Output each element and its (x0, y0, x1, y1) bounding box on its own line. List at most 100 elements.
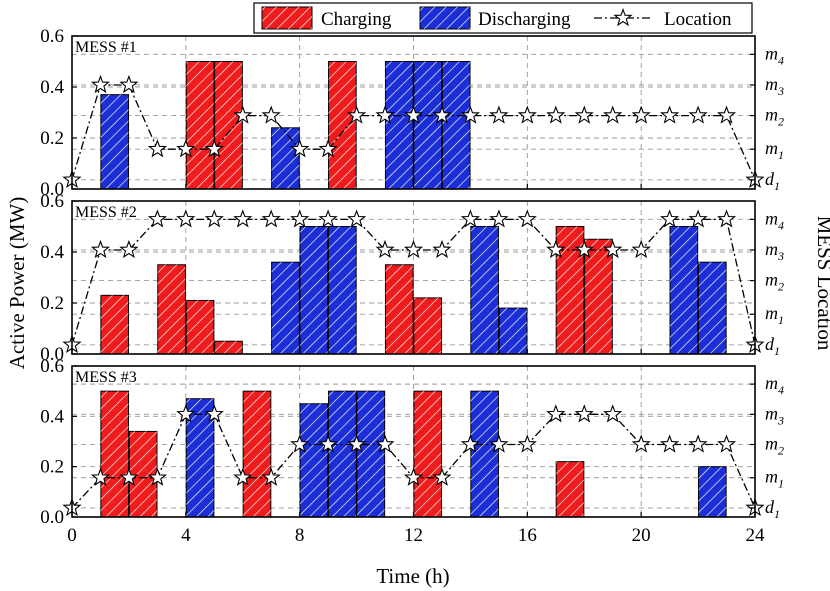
location-star (90, 467, 110, 486)
location-star (489, 434, 509, 453)
location-star (432, 467, 452, 486)
charging-bar-hatch (584, 239, 613, 354)
discharging-bar-hatch (271, 127, 300, 189)
location-star (290, 209, 310, 228)
legend-charging-label: Charging (321, 9, 392, 30)
location-tick-label: m1 (765, 303, 784, 327)
location-star (660, 209, 680, 228)
location-star (261, 105, 281, 124)
charging-bar-hatch (157, 264, 186, 354)
location-star (204, 404, 224, 423)
x-tick-label: 8 (295, 525, 305, 546)
location-star (347, 209, 367, 228)
location-star (717, 209, 737, 228)
legend-location-star (613, 7, 633, 27)
location-star (546, 404, 566, 423)
location-star (660, 434, 680, 453)
location-star (546, 105, 566, 124)
location-star (176, 139, 196, 158)
x-tick-label: 24 (746, 525, 766, 546)
x-tick-label: 4 (181, 525, 191, 546)
location-star (119, 74, 139, 94)
discharging-bar-hatch (328, 226, 357, 354)
location-tick-label: m4 (765, 208, 784, 232)
location-star (261, 209, 281, 228)
legend: Charging Discharging Location (253, 2, 753, 34)
charging-bar-hatch (100, 391, 129, 517)
location-star (403, 105, 424, 124)
location-star (603, 239, 623, 259)
location-star (432, 105, 452, 124)
location-star (147, 139, 167, 158)
location-star (517, 434, 537, 453)
discharging-bar-hatch (186, 398, 214, 517)
location-star (204, 209, 224, 228)
location-star (119, 467, 139, 486)
location-star (631, 434, 651, 453)
discharging-bar-hatch (670, 226, 698, 354)
location-star (90, 239, 110, 259)
location-tick-label: m3 (765, 74, 784, 98)
location-star (688, 209, 708, 228)
y-tick-label: 0.0 (40, 507, 64, 528)
location-tick-label: d1 (765, 497, 780, 521)
y-tick-label: 0.4 (40, 406, 64, 427)
location-star (375, 434, 395, 453)
location-star (290, 434, 310, 453)
location-star (318, 209, 338, 228)
location-star (631, 239, 651, 259)
discharging-bar-hatch (271, 262, 300, 354)
location-star (176, 404, 196, 423)
x-tick-label: 20 (632, 525, 651, 546)
x-tick-label: 0 (67, 525, 77, 546)
discharging-bar-hatch (413, 61, 442, 189)
location-tick-label: m2 (765, 434, 784, 458)
y-tick-label: 0.6 (40, 26, 64, 47)
y-tick-label: 0.0 (40, 179, 64, 200)
charging-bar-hatch (129, 431, 157, 517)
discharging-bar-hatch (356, 391, 385, 517)
location-star (603, 404, 623, 423)
legend-location-label: Location (664, 9, 732, 30)
location-star (460, 434, 480, 453)
location-star (233, 105, 253, 124)
location-tick-label: m1 (765, 138, 784, 162)
location-star (432, 239, 452, 259)
charging-bar-hatch (214, 341, 243, 354)
discharging-bar-hatch (698, 466, 727, 517)
y-tick-label: 0.0 (40, 344, 64, 365)
location-star (176, 209, 196, 228)
panel-title: MESS #1 (75, 39, 137, 56)
charging-bar-hatch (328, 61, 357, 189)
location-star (688, 434, 708, 453)
location-star (147, 467, 168, 486)
panels: 0.0 0.2 0.4 0.6 d1 m1 m2 m3 m4 MESS #1 0.00.20.40.… (40, 26, 784, 546)
charging-bar-hatch (413, 391, 442, 517)
charging-bar-hatch (385, 264, 414, 354)
y-tick-label: 0.6 (40, 191, 64, 212)
x-axis-title: Time (h) (376, 564, 449, 588)
charging-bar-hatch (413, 297, 442, 354)
location-tick-label: m4 (765, 43, 784, 67)
location-star (574, 105, 594, 124)
location-star (347, 434, 367, 453)
location-star (204, 139, 224, 158)
location-star (347, 105, 367, 124)
location-star (119, 239, 139, 259)
legend-discharging-hatch (420, 7, 470, 29)
discharging-bar-hatch (442, 61, 471, 189)
legend-charging-hatch (262, 7, 312, 29)
y-tick-label: 0.2 (40, 128, 64, 149)
location-star (290, 139, 310, 158)
location-tick-label: m3 (765, 403, 784, 427)
charging-bar-hatch (100, 295, 129, 354)
location-star (460, 105, 480, 124)
discharging-bar-hatch (300, 226, 328, 354)
location-star (574, 404, 594, 423)
y-tick-label: 0.4 (40, 77, 64, 98)
location-star (574, 239, 594, 259)
discharging-bar-hatch (385, 61, 414, 189)
location-star (403, 467, 424, 486)
